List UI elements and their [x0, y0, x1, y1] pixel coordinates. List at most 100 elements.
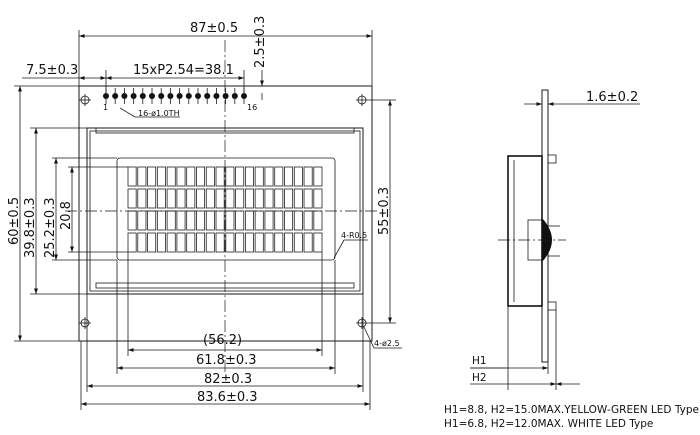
- character-cell: [127, 188, 137, 209]
- dim-pcb-thickness: 1.6±0.2: [586, 90, 638, 105]
- character-cell: [205, 166, 215, 187]
- character-cell: [313, 232, 323, 253]
- mounting-hole: [356, 317, 368, 329]
- character-cell: [215, 188, 225, 209]
- character-cell: [274, 232, 284, 253]
- dim-active-width: (56.2): [203, 333, 242, 348]
- character-cell: [293, 210, 303, 231]
- dim-hole-pitch-v: 55±0.3: [377, 187, 392, 235]
- character-cell: [244, 232, 254, 253]
- dim-pin-pitch: 15xP2.54=38.1: [133, 63, 234, 78]
- character-cell: [264, 166, 274, 187]
- character-cell: [176, 210, 186, 231]
- character-cell: [166, 166, 176, 187]
- character-cell: [156, 166, 166, 187]
- character-cell: [293, 166, 303, 187]
- character-cell: [215, 232, 225, 253]
- character-cell: [303, 210, 313, 231]
- character-cell: [244, 210, 254, 231]
- dim-active-height: 20.8: [59, 201, 74, 230]
- character-cell: [147, 166, 157, 187]
- character-cell: [205, 210, 215, 231]
- dim-bezel-height: 39.8±0.3: [23, 197, 38, 258]
- dim-pin-offset: 7.5±0.3: [26, 63, 78, 78]
- character-cell: [225, 188, 235, 209]
- character-cell: [303, 188, 313, 209]
- character-cell: [254, 232, 264, 253]
- mounting-hole: [79, 317, 91, 329]
- side-view: 1.6±0.2 H1 H2: [470, 89, 640, 390]
- character-cell: [284, 188, 294, 209]
- character-cell: [303, 232, 313, 253]
- note-white: H1=6.8, H2=12.0MAX. WHITE LED Type: [444, 418, 653, 430]
- character-cell: [196, 232, 206, 253]
- character-cell: [176, 232, 186, 253]
- character-cell: [127, 232, 137, 253]
- dim-outer-height: 60±0.5: [7, 197, 22, 245]
- pin-header: [103, 88, 247, 104]
- character-cell: [284, 232, 294, 253]
- character-cell: [137, 166, 147, 187]
- character-grid: [127, 166, 323, 253]
- character-cell: [284, 210, 294, 231]
- character-cell: [313, 166, 323, 187]
- character-cell: [284, 166, 294, 187]
- dim-view-height: 25.2±0.3: [43, 197, 58, 258]
- character-cell: [137, 232, 147, 253]
- dim-outer-width: 83.6±0.3: [197, 390, 258, 405]
- character-cell: [254, 210, 264, 231]
- mounting-hole: [356, 94, 368, 106]
- character-cell: [225, 232, 235, 253]
- character-cell: [264, 232, 274, 253]
- pin-hole-note: 16-ø1.0TH: [138, 109, 180, 118]
- viewing-area: [116, 157, 336, 261]
- character-cell: [186, 166, 196, 187]
- character-cell: [156, 188, 166, 209]
- label-h2: H2: [472, 372, 487, 384]
- character-cell: [176, 166, 186, 187]
- character-cell: [235, 232, 245, 253]
- character-cell: [166, 188, 176, 209]
- character-cell: [196, 188, 206, 209]
- character-cell: [293, 232, 303, 253]
- character-cell: [313, 188, 323, 209]
- character-cell: [127, 210, 137, 231]
- character-cell: [235, 188, 245, 209]
- character-cell: [147, 232, 157, 253]
- character-cell: [235, 166, 245, 187]
- character-cell: [244, 188, 254, 209]
- character-cell: [137, 188, 147, 209]
- character-cell: [215, 166, 225, 187]
- pin-last-label: 16: [247, 103, 257, 112]
- character-cell: [176, 188, 186, 209]
- character-cell: [274, 166, 284, 187]
- dim-top-offset: 2.5±0.3: [253, 16, 268, 68]
- mounting-hole: [79, 94, 91, 106]
- character-cell: [147, 210, 157, 231]
- character-cell: [313, 210, 323, 231]
- side-pin: [547, 154, 557, 164]
- character-cell: [293, 188, 303, 209]
- character-cell: [264, 210, 274, 231]
- character-cell: [186, 232, 196, 253]
- character-cell: [225, 166, 235, 187]
- pin-first-label: 1: [103, 103, 108, 112]
- character-cell: [127, 166, 137, 187]
- character-cell: [264, 188, 274, 209]
- character-cell: [205, 232, 215, 253]
- front-view: 1 16 16-ø1.0TH 87±0.5 2.5±0.3 7.5±0.3 15…: [7, 16, 402, 410]
- character-cell: [215, 210, 225, 231]
- character-cell: [156, 210, 166, 231]
- hole-note: 4-ø2.5: [374, 339, 400, 348]
- dim-bezel-width: 82±0.3: [204, 372, 252, 387]
- character-cell: [166, 232, 176, 253]
- character-cell: [196, 210, 206, 231]
- corner-radius-note: 4-R0.5: [341, 231, 367, 240]
- character-cell: [156, 232, 166, 253]
- character-cell: [303, 166, 313, 187]
- character-cell: [225, 210, 235, 231]
- character-cell: [137, 210, 147, 231]
- character-cell: [186, 210, 196, 231]
